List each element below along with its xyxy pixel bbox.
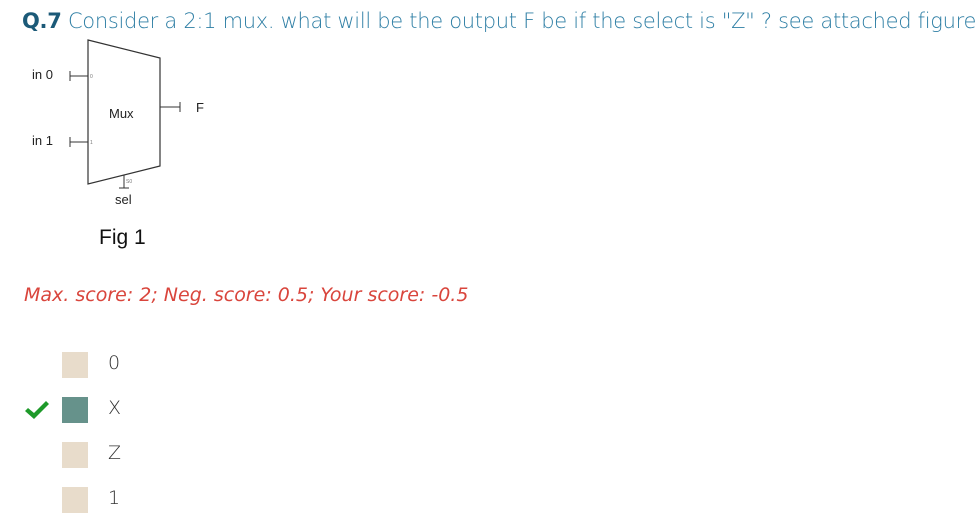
question-text: Q.7 Consider a 2:1 mux. what will be the… bbox=[22, 9, 976, 33]
option-x[interactable]: X bbox=[24, 393, 224, 438]
pin-1-label: 1 bbox=[90, 140, 93, 146]
option-box[interactable] bbox=[62, 442, 88, 468]
option-box[interactable] bbox=[62, 352, 88, 378]
mux-label: Mux bbox=[109, 106, 134, 121]
option-label: X bbox=[108, 397, 122, 419]
option-box[interactable] bbox=[62, 397, 88, 423]
option-z[interactable]: Z bbox=[24, 438, 224, 483]
question-number: Q.7 bbox=[22, 9, 62, 33]
sel-label: sel bbox=[115, 192, 132, 207]
pin-s0-label: S0 bbox=[126, 179, 132, 185]
pin-0-label: 0 bbox=[90, 74, 93, 80]
option-label: 0 bbox=[108, 352, 121, 374]
in1-label: in 1 bbox=[32, 133, 53, 148]
in0-label: in 0 bbox=[32, 67, 53, 82]
option-box[interactable] bbox=[62, 487, 88, 513]
answer-options: 0 X Z 1 bbox=[24, 348, 224, 528]
option-0[interactable]: 0 bbox=[24, 348, 224, 393]
score-text: Max. score: 2; Neg. score: 0.5; Your sco… bbox=[24, 284, 469, 306]
option-label: 1 bbox=[108, 487, 121, 509]
checkmark-icon bbox=[24, 399, 50, 421]
option-label: Z bbox=[108, 442, 122, 464]
question-body: Consider a 2:1 mux. what will be the out… bbox=[67, 9, 976, 33]
option-1[interactable]: 1 bbox=[24, 483, 224, 528]
figure-caption: Fig 1 bbox=[99, 226, 146, 249]
output-label: F bbox=[196, 100, 204, 115]
mux-block bbox=[87, 39, 161, 185]
mux-diagram: in 0 in 1 Mux F sel 0 1 S0 bbox=[32, 39, 204, 207]
mux-figure: in 0 in 1 Mux F sel 0 1 S0 bbox=[22, 36, 222, 256]
